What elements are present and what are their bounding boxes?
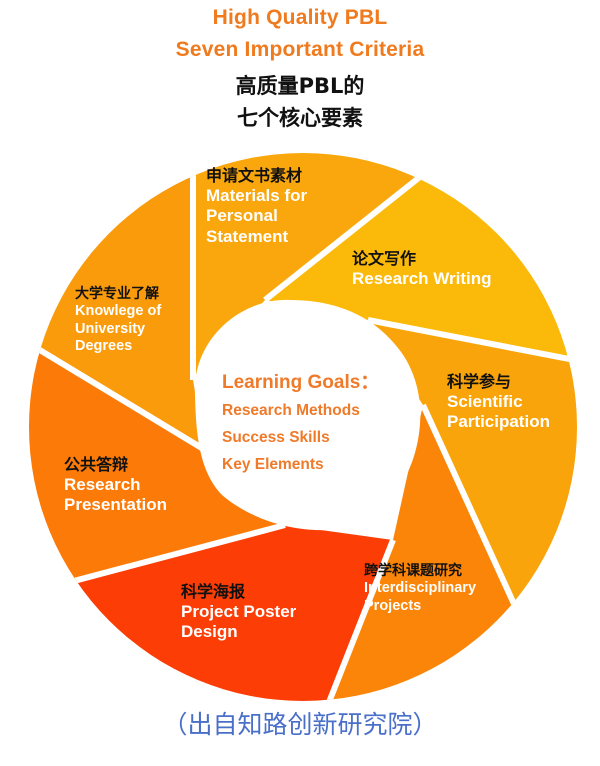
- label-scientific: 科学参与 Scientific Participation: [447, 372, 550, 432]
- label-interdisciplinary: 跨学科课题研究 Interdisciplinary Projects: [364, 563, 477, 614]
- title-zh-line2: 七个核心要素: [237, 106, 363, 130]
- title-zh-line1: 高质量PBL的: [235, 74, 365, 98]
- center-hole: [194, 299, 421, 531]
- segment-poster: [29, 525, 393, 701]
- source-citation: （出自知路创新研究院）: [162, 710, 438, 739]
- goal-item: Research Methods: [222, 402, 360, 419]
- label-knowledge: 大学专业了解 Knowlege of University Degrees: [75, 286, 162, 355]
- separators: [29, 153, 577, 701]
- segment-presentation: [29, 325, 285, 600]
- learning-goals: Learning Goals： Research Methods Success…: [222, 367, 379, 478]
- label-poster: 科学海报 Project Poster Design: [181, 582, 297, 642]
- label-writing: 论文写作 Research Writing: [352, 249, 492, 288]
- label-presentation: 公共答辩 Research Presentation: [64, 455, 167, 515]
- learning-goals-title: Learning Goals：: [222, 372, 380, 393]
- goal-item: Key Elements: [222, 456, 324, 473]
- label-materials: 申请文书素材 Materials for Personal Statement: [206, 166, 308, 246]
- goal-item: Success Skills: [222, 429, 330, 446]
- title-en-line1: High Quality PBL: [212, 6, 388, 29]
- title-en-line2: Seven Important Criteria: [175, 38, 425, 61]
